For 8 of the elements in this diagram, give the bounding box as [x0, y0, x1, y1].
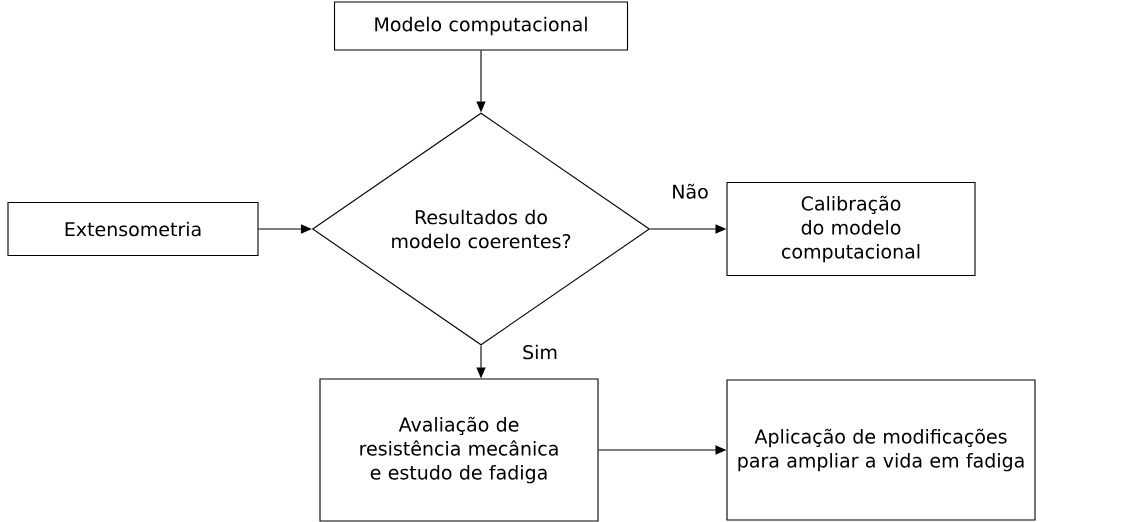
edge-label: Sim	[521, 343, 559, 361]
process-box: Aplicação de modificações para ampliar a vida em fadiga	[726, 379, 1036, 521]
process-box: Extensometria	[7, 201, 259, 257]
edge-label: Não	[670, 182, 710, 200]
arrow	[258, 224, 312, 234]
process-box: Modelo computacional	[333, 1, 629, 51]
process-box: Avaliação de resistência mecânica e estudo de fadiga	[319, 378, 599, 522]
process-box: Calibração do modelo computacional	[726, 181, 976, 277]
